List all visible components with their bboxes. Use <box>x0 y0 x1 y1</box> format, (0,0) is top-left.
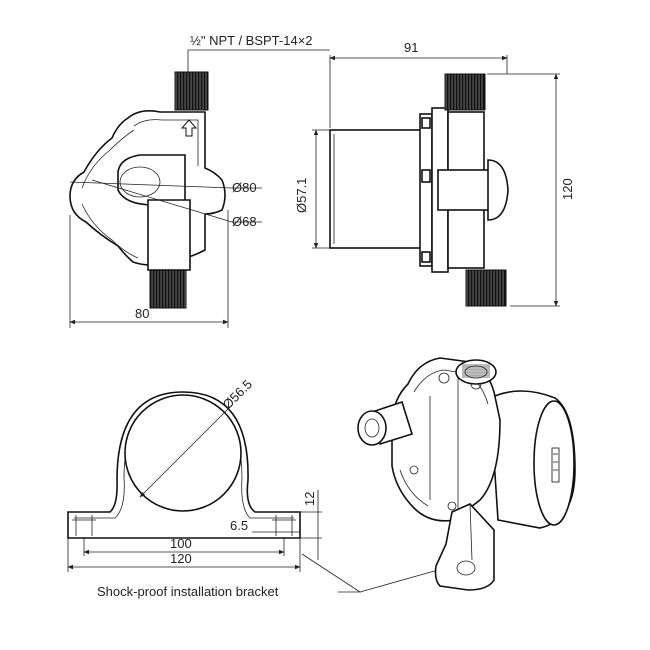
front-width-label: 80 <box>135 306 149 321</box>
side-height-label: 120 <box>560 178 575 200</box>
diameter-68-label: Ø68 <box>232 214 257 229</box>
bracket-thickness-label: 12 <box>302 492 317 506</box>
isometric-view <box>357 357 576 591</box>
motor-cylinder <box>329 129 423 249</box>
side-view: 91 120 Ø57.1 <box>294 40 575 307</box>
bracket-caption: Shock-proof installation bracket <box>97 584 279 599</box>
thread-spec-label: ½" NPT / BSPT-14×2 <box>190 33 313 48</box>
diameter-80-label: Ø80 <box>232 180 257 195</box>
front-view: ½" NPT / BSPT-14×2 Ø80 Ø68 80 <box>69 33 330 328</box>
bracket-bore <box>124 394 242 512</box>
side-length-label: 91 <box>404 40 418 55</box>
flow-arrow-icon <box>180 119 198 137</box>
bracket-diameter-label: Ø56.5 <box>220 376 256 412</box>
isometric-bracket <box>434 503 495 591</box>
side-diameter-label: Ø57.1 <box>294 178 309 213</box>
bracket-width-label: 120 <box>170 551 192 566</box>
bracket-spacing-label: 100 <box>170 536 192 551</box>
front-top-thread <box>174 71 209 111</box>
bracket-hole-label: 6.5 <box>230 518 248 533</box>
side-bottom-thread <box>465 269 507 307</box>
side-top-thread <box>444 73 486 111</box>
front-bottom-thread <box>149 267 187 309</box>
bracket-view: Ø56.5 12 6.5 100 120 Shock-proof install… <box>67 376 439 599</box>
